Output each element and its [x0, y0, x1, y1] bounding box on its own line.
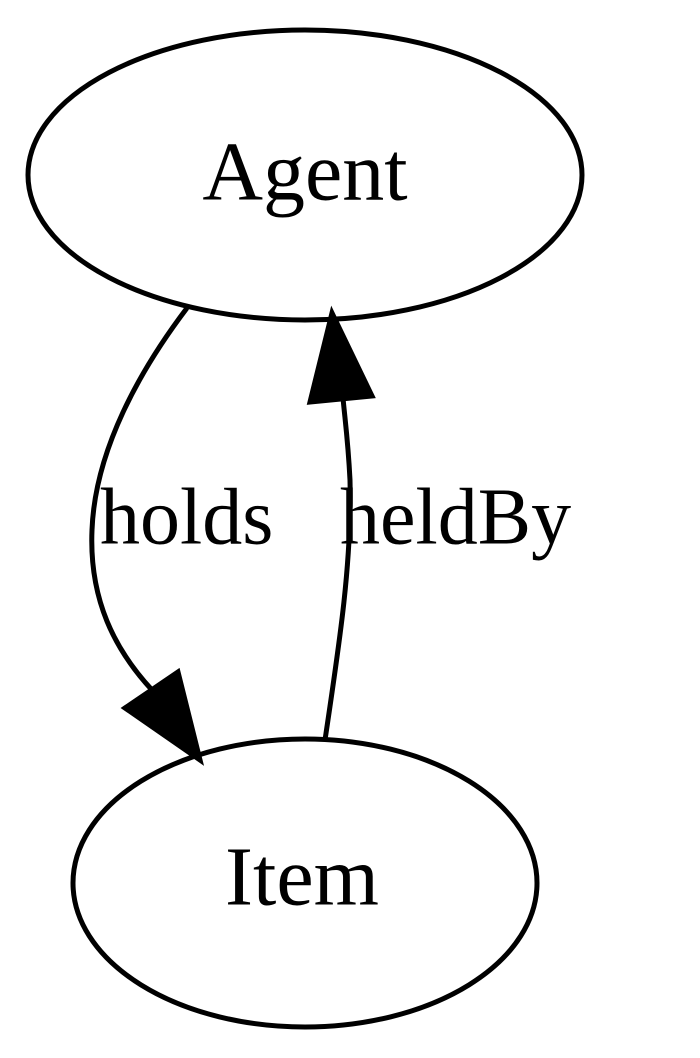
node-agent: Agent — [25, 27, 585, 323]
node-item: Item — [70, 736, 540, 1030]
edge-holds-label: holds — [100, 473, 273, 561]
edge-heldby-label: heldBy — [340, 473, 571, 561]
edge-heldby-arrowhead — [306, 305, 376, 405]
node-agent-shape — [25, 27, 585, 323]
node-agent-label: Agent — [202, 125, 407, 218]
node-item-label: Item — [225, 830, 379, 923]
edge-holds-line — [89, 306, 189, 692]
edge-heldby-line — [322, 397, 353, 741]
node-item-shape — [70, 736, 540, 1030]
edge-heldby: heldBy — [306, 305, 571, 741]
edge-holds-arrowhead — [120, 667, 205, 766]
edge-holds: holds — [89, 306, 273, 766]
